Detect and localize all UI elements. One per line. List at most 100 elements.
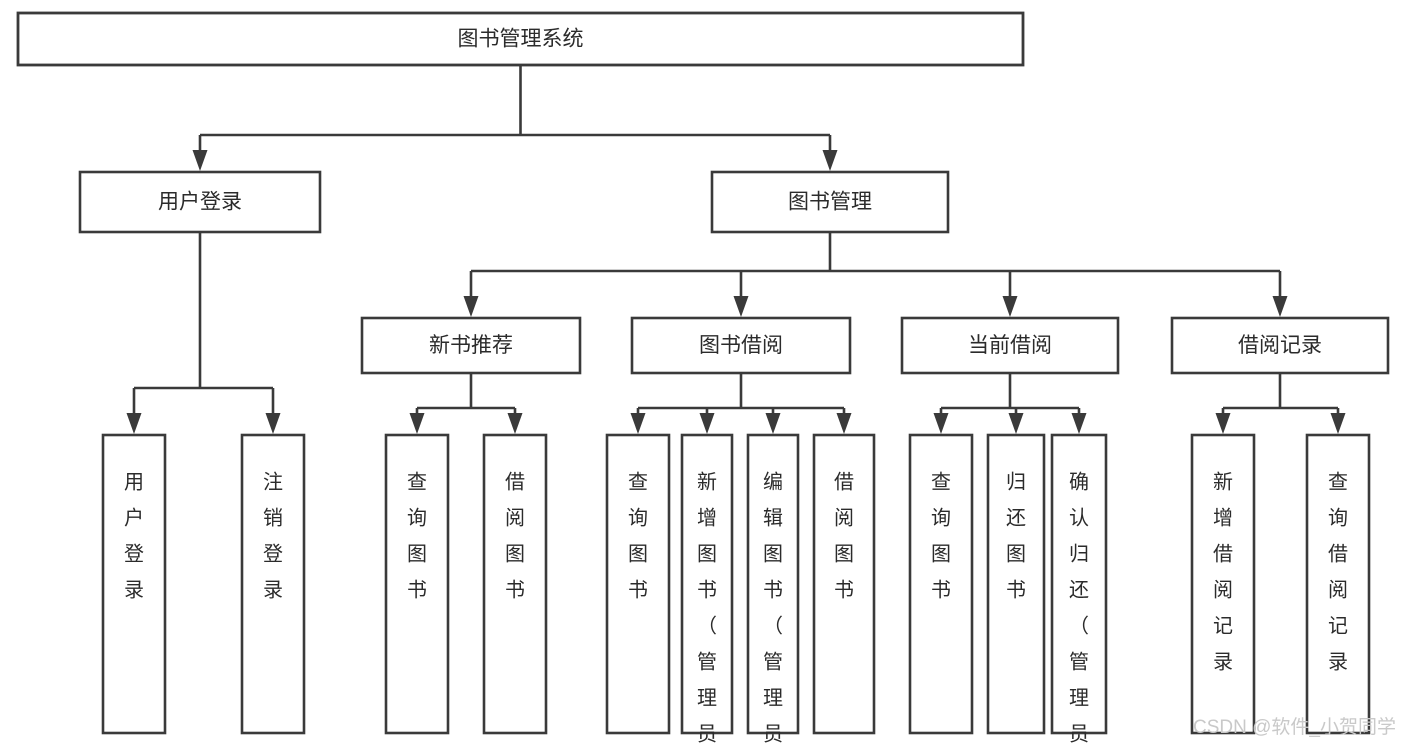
node-label: 图书管理 [788, 191, 872, 214]
node-label-char: 图 [1006, 543, 1026, 565]
node-label-char: 借 [505, 470, 525, 493]
arrow-head-icon [507, 413, 523, 434]
node-l1_user[interactable]: 用户登录 [78, 170, 322, 234]
node-box[interactable] [101, 433, 167, 735]
edge-group-l2_new [409, 373, 523, 434]
arrow-head-icon [1071, 413, 1087, 434]
node-label-char: 用 [124, 471, 144, 493]
node-label-char: 注 [263, 470, 283, 493]
node-l3_user_login[interactable]: 用户登录 [101, 433, 167, 735]
arrow-head-icon [733, 296, 749, 317]
node-box[interactable] [605, 433, 671, 735]
node-l2_new[interactable]: 新书推荐 [360, 316, 582, 375]
arrow-head-icon [933, 413, 949, 434]
arrow-head-icon [699, 413, 715, 434]
connector-layer [126, 65, 1346, 434]
node-label-char: 员 [697, 723, 717, 745]
node-label-char: 询 [628, 506, 648, 529]
node-root[interactable]: 图书管理系统 [16, 11, 1025, 67]
node-box[interactable] [908, 433, 974, 735]
node-label-char: 还 [1006, 506, 1026, 529]
node-label-char: 图 [931, 543, 951, 565]
node-label-char: 辑 [763, 506, 783, 529]
node-label-char: 询 [931, 506, 951, 529]
node-label-char: 录 [263, 579, 283, 601]
arrow-head-icon [126, 413, 142, 434]
node-label: 图书管理系统 [458, 28, 584, 51]
edge-group-l1_book [463, 232, 1288, 317]
node-l2_record[interactable]: 借阅记录 [1170, 316, 1390, 375]
node-label-char: 归 [1069, 542, 1089, 565]
arrow-head-icon [1330, 413, 1346, 434]
node-box[interactable] [630, 316, 852, 375]
node-label-char: 书 [407, 578, 427, 601]
node-label-char: 阅 [505, 506, 525, 529]
node-label-char: 管 [1069, 650, 1089, 673]
arrow-head-icon [1272, 296, 1288, 317]
node-label: 借阅记录 [1238, 334, 1322, 357]
node-label-char: 图 [697, 543, 717, 565]
node-box[interactable] [812, 433, 876, 735]
node-box[interactable] [1170, 316, 1390, 375]
node-box[interactable] [746, 433, 800, 735]
node-l1_book[interactable]: 图书管理 [710, 170, 950, 234]
node-label-char: 录 [1328, 651, 1348, 673]
arrow-head-icon [630, 413, 646, 434]
node-layer: 图书管理系统用户登录图书管理新书推荐图书借阅当前借阅借阅记录用户登录注销登录查询… [16, 11, 1390, 747]
node-box[interactable] [680, 433, 734, 735]
node-box[interactable] [1050, 433, 1108, 735]
node-label-char: 书 [931, 578, 951, 601]
node-label-char: 书 [628, 578, 648, 601]
node-box[interactable] [710, 170, 950, 234]
node-box[interactable] [1305, 433, 1371, 735]
node-box[interactable] [16, 11, 1025, 67]
node-label-char: 录 [124, 579, 144, 601]
node-label: 当前借阅 [968, 334, 1052, 357]
node-l2_borrow[interactable]: 图书借阅 [630, 316, 852, 375]
node-box[interactable] [78, 170, 322, 234]
node-label-char: 记 [1213, 614, 1233, 637]
node-label-char: 新 [697, 470, 717, 493]
node-label-char: 登 [124, 542, 144, 565]
node-box[interactable] [384, 433, 450, 735]
arrow-head-icon [409, 413, 425, 434]
node-box[interactable] [360, 316, 582, 375]
node-label-char: 查 [931, 470, 951, 493]
node-box[interactable] [900, 316, 1120, 375]
node-box[interactable] [986, 433, 1046, 735]
node-label-char: （ [697, 614, 717, 637]
csdn-watermark: CSDN @软件_小贺同学 [1193, 716, 1396, 738]
node-box[interactable] [482, 433, 548, 735]
node-label-char: 记 [1328, 614, 1348, 637]
node-label-char: 借 [1328, 542, 1348, 565]
node-label: 新书推荐 [429, 334, 513, 357]
node-label-char: 阅 [1328, 578, 1348, 601]
node-label: 图书借阅 [699, 334, 783, 357]
arrow-head-icon [1008, 413, 1024, 434]
node-box[interactable] [240, 433, 306, 735]
edge-group-l1_user [126, 232, 281, 434]
edge-group-l2_borrow [630, 373, 852, 434]
arrow-head-icon [1002, 296, 1018, 317]
node-box[interactable] [1190, 433, 1256, 735]
edge-group-l2_record [1215, 373, 1346, 434]
node-label-char: 查 [628, 470, 648, 493]
node-label-char: 书 [834, 578, 854, 601]
arrow-head-icon [1215, 413, 1231, 434]
node-label-char: 增 [697, 506, 717, 529]
node-l2_current[interactable]: 当前借阅 [900, 316, 1120, 375]
